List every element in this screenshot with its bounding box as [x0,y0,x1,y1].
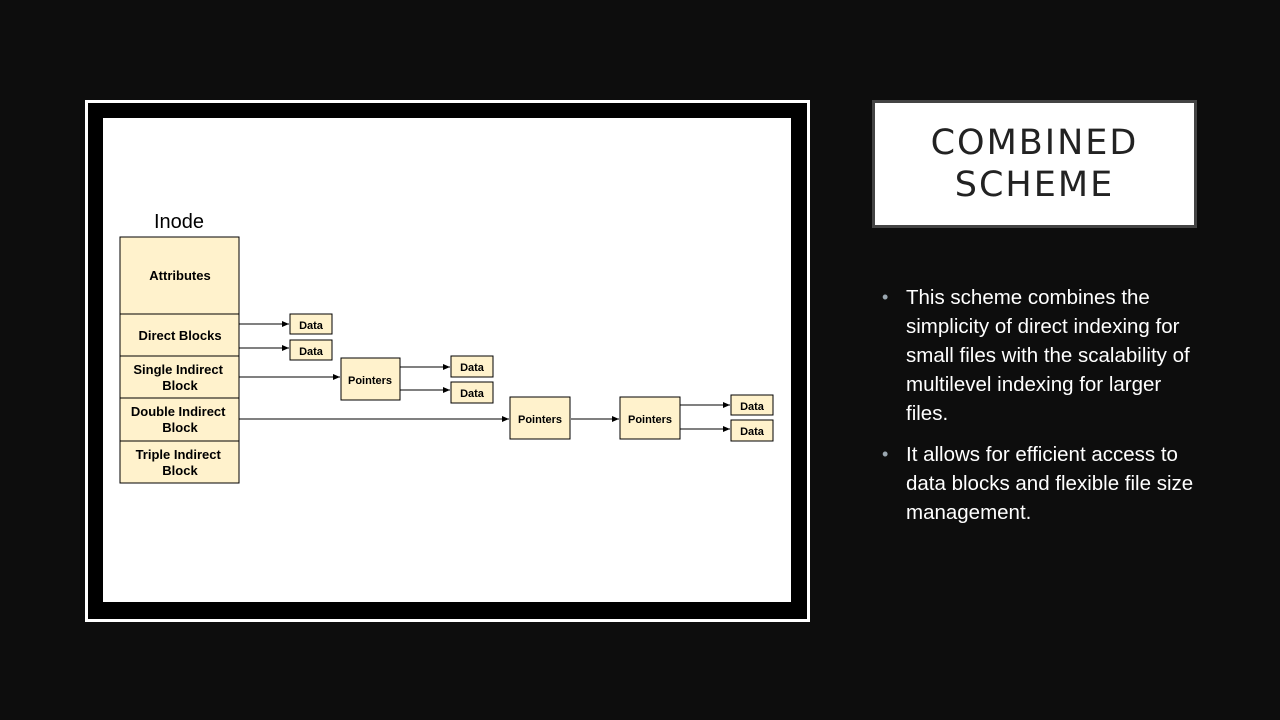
bullet-text: This scheme combines the simplicity of d… [906,286,1190,425]
inode-row-triple-indirect: Triple Indirect Block [119,440,240,484]
pointers-block-3-label: Pointers [628,414,672,426]
data-block-2-label: Data [299,346,324,358]
pointers-block-1-label: Pointers [348,375,392,387]
pointers-block-3: Pointers [619,396,681,440]
data-block-2: Data [289,339,333,361]
slide-title-box: COMBINED SCHEME [872,100,1197,228]
inode-row-double-indirect-label: Double Indirect Block [131,404,229,435]
pointers-block-1: Pointers [340,357,401,401]
inode-row-triple-indirect-label: Triple Indirect Block [136,447,225,478]
slide-title: COMBINED SCHEME [930,123,1139,205]
data-block-3-label: Data [460,362,485,374]
pointers-block-2-label: Pointers [518,414,562,426]
inode-diagram-svg: Inode Attributes Direct Blocks Single In… [119,211,774,484]
inode-row-attributes-label: Attributes [149,268,210,283]
bullet-text: It allows for efficient access to data b… [906,443,1194,524]
inode-label: Inode [154,211,204,233]
inode-diagram: Inode Attributes Direct Blocks Single In… [103,118,791,602]
inode-row-direct-blocks-label: Direct Blocks [138,328,221,343]
bullet-glyph: • [882,287,889,307]
inode-table: Attributes Direct Blocks Single Indirect… [119,236,240,484]
bullet-item: • This scheme combines the simplicity of… [882,283,1202,428]
inode-row-attributes: Attributes [119,236,240,315]
pointers-block-2: Pointers [509,396,571,440]
inode-row-double-indirect: Double Indirect Block [119,397,240,442]
data-block-4-label: Data [460,388,485,400]
data-block-5: Data [730,394,774,416]
data-block-4: Data [450,381,494,404]
bullet-item: • It allows for efficient access to data… [882,440,1202,527]
bullet-glyph: • [882,444,889,464]
inode-row-direct-blocks: Direct Blocks [119,313,240,357]
inode-row-single-indirect-label: Single Indirect Block [133,362,226,393]
data-block-1: Data [289,313,333,335]
arrows [239,321,730,432]
data-block-5-label: Data [740,401,765,413]
data-block-6-label: Data [740,426,765,438]
data-block-3: Data [450,355,494,378]
data-block-1-label: Data [299,320,324,332]
bullet-list: • This scheme combines the simplicity of… [882,283,1202,539]
inode-row-single-indirect: Single Indirect Block [119,355,240,399]
data-block-6: Data [730,419,774,442]
